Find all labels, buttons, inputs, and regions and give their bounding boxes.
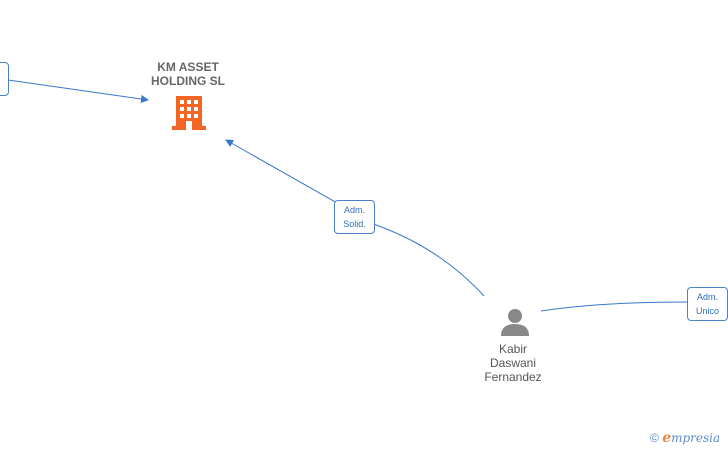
role-line1: Adm.	[696, 292, 718, 302]
role-box-adm-solid[interactable]: Adm. Solid.	[334, 200, 375, 234]
company-name-line2: HOLDING SL	[151, 74, 225, 88]
person-name-line1: Kabir	[498, 342, 527, 356]
company-name-line1: KM ASSET	[157, 60, 219, 74]
copyright-icon: ©	[650, 431, 659, 445]
person-name-line2: Daswani	[489, 356, 537, 370]
logo-text: mpresia	[671, 431, 721, 445]
logo-e: e	[662, 430, 672, 446]
person-icon[interactable]	[501, 309, 529, 336]
edge-person-to-right	[540, 301, 689, 312]
role-line2: Unico	[695, 306, 719, 316]
role-box-adm-unico[interactable]: Adm. Unico	[687, 287, 728, 321]
person-name-line3: Fernandez	[484, 370, 542, 384]
edge-person-to-company	[225, 139, 485, 297]
company-name[interactable]: KM ASSET HOLDING SL	[128, 60, 248, 88]
edge-left-to-company	[7, 79, 149, 103]
role-line1: Adm.	[343, 205, 365, 215]
building-icon[interactable]	[172, 96, 206, 130]
person-name[interactable]: Kabir Daswani Fernandez	[460, 342, 566, 384]
role-box-left[interactable]	[0, 62, 9, 96]
role-line2: Solid.	[343, 219, 366, 229]
empresia-logo: © empresia	[650, 430, 720, 446]
